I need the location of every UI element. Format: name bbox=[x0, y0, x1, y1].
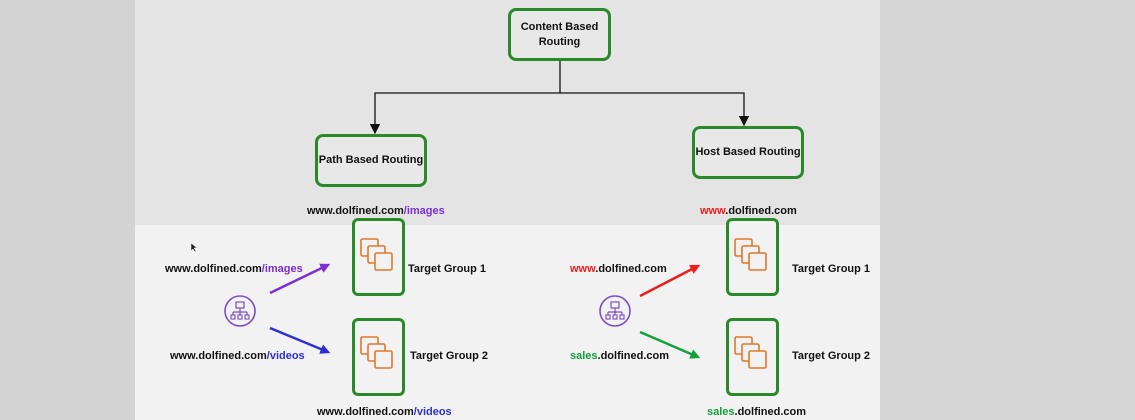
url-domain: .dolfined.com bbox=[725, 205, 797, 217]
path-target-group-2-box bbox=[352, 318, 405, 396]
path-based-routing-box: Path Based Routing bbox=[315, 134, 427, 187]
path-request-2: www.dolfined.com/videos bbox=[170, 350, 305, 362]
arrow-host-www bbox=[639, 264, 701, 298]
host-top-url: www.dolfined.com bbox=[700, 205, 797, 217]
connector-root-to-host bbox=[560, 92, 750, 127]
url-subdomain: sales bbox=[707, 406, 735, 418]
background-right bbox=[880, 0, 1135, 420]
path-top-url: www.dolfined.com/images bbox=[307, 205, 445, 217]
arrow-path-images bbox=[269, 263, 331, 295]
background-left bbox=[0, 0, 135, 420]
instance-stack-icon bbox=[360, 238, 393, 271]
url-path: /images bbox=[403, 205, 445, 217]
content-based-routing-line1: Content Based bbox=[520, 20, 599, 33]
host-target-group-1-label: Target Group 1 bbox=[792, 263, 871, 275]
load-balancer-icon bbox=[224, 295, 256, 327]
content-based-routing-line2: Routing bbox=[538, 35, 581, 48]
url-domain: .dolfined.com bbox=[595, 263, 667, 275]
host-target-group-1-box bbox=[726, 218, 779, 296]
load-balancer-icon bbox=[599, 295, 631, 327]
mouse-pointer-icon bbox=[190, 242, 198, 253]
host-based-routing-box: Host Based Routing bbox=[692, 126, 804, 179]
instance-stack-icon bbox=[734, 238, 767, 271]
url-subdomain: www bbox=[700, 205, 726, 217]
url-path: /videos bbox=[266, 350, 305, 362]
content-based-routing-box: Content Based Routing bbox=[508, 8, 611, 61]
host-target-group-2-label: Target Group 2 bbox=[792, 350, 871, 362]
url-subdomain: www bbox=[570, 263, 596, 275]
url-domain: www.dolfined.com bbox=[165, 263, 262, 275]
url-domain: www.dolfined.com bbox=[170, 350, 267, 362]
url-path: /videos bbox=[413, 406, 452, 418]
url-subdomain: sales bbox=[570, 350, 598, 362]
path-request-1: www.dolfined.com/images bbox=[165, 263, 303, 275]
url-domain: www.dolfined.com bbox=[317, 406, 414, 418]
path-based-routing-title: Path Based Routing bbox=[318, 154, 424, 167]
host-target-group-2-box bbox=[726, 318, 779, 396]
path-bottom-url: www.dolfined.com/videos bbox=[317, 406, 452, 418]
url-domain: .dolfined.com bbox=[597, 350, 670, 362]
path-target-group-1-box bbox=[352, 218, 405, 296]
host-based-routing-title: Host Based Routing bbox=[695, 146, 801, 159]
arrow-path-videos bbox=[269, 326, 331, 354]
connector-root-to-path bbox=[369, 60, 561, 135]
path-target-group-2-label: Target Group 2 bbox=[410, 350, 489, 362]
url-domain: .dolfined.com bbox=[734, 406, 807, 418]
host-bottom-url: sales.dolfined.com bbox=[707, 406, 806, 418]
instance-stack-icon bbox=[360, 336, 393, 369]
host-request-1: www.dolfined.com bbox=[570, 263, 667, 275]
url-path: /images bbox=[261, 263, 303, 275]
arrow-host-sales bbox=[639, 330, 701, 359]
path-target-group-1-label: Target Group 1 bbox=[408, 263, 487, 275]
url-domain: www.dolfined.com bbox=[307, 205, 404, 217]
instance-stack-icon bbox=[734, 336, 767, 369]
host-request-2: sales.dolfined.com bbox=[570, 350, 669, 362]
